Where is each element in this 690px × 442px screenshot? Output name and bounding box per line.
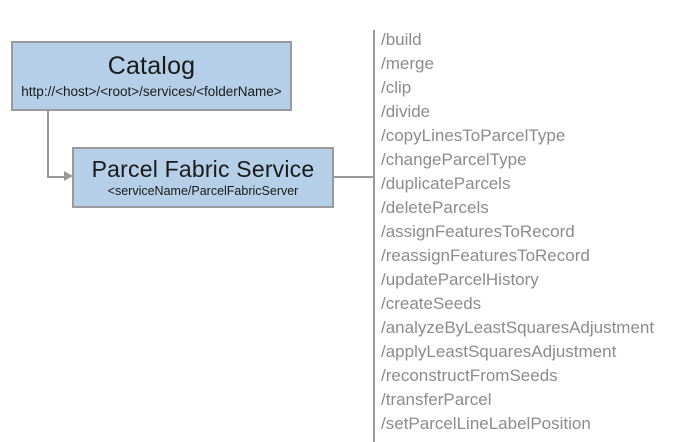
connector-horizontal-segment	[47, 176, 66, 178]
list-item[interactable]: /merge	[381, 54, 434, 73]
list-item[interactable]: /applyLeastSquaresAdjustment	[381, 342, 617, 361]
list-item[interactable]: /reassignFeaturesToRecord	[381, 246, 590, 265]
list-item[interactable]: /setParcelLineLabelPosition	[381, 414, 591, 433]
node-parcel-fabric-service-path: <serviceName/ParcelFabricServer	[107, 183, 299, 198]
list-item[interactable]: /analyzeByLeastSquaresAdjustment	[381, 318, 655, 337]
operations-list: /build /merge /clip /divide /copyLinesTo…	[381, 28, 681, 436]
operations-divider-line	[373, 30, 375, 442]
node-parcel-fabric-service-title: Parcel Fabric Service	[91, 156, 315, 183]
list-item[interactable]: /transferParcel	[381, 390, 492, 409]
list-item[interactable]: /divide	[381, 102, 431, 121]
list-item[interactable]: /copyLinesToParcelType	[381, 126, 566, 145]
node-parcel-fabric-service[interactable]: Parcel Fabric Service <serviceName/Parce…	[72, 147, 334, 208]
list-item[interactable]: /build	[381, 30, 422, 49]
list-item[interactable]: /updateParcelHistory	[381, 270, 539, 289]
list-item[interactable]: /reconstructFromSeeds	[381, 366, 558, 385]
node-catalog-title: Catalog	[107, 52, 196, 81]
node-catalog-url: http://<host>/<root>/services/<folderNam…	[21, 83, 282, 99]
connector-vertical-segment	[47, 110, 49, 178]
node-catalog[interactable]: Catalog http://<host>/<root>/services/<f…	[11, 41, 292, 111]
list-item[interactable]: /duplicateParcels	[381, 174, 511, 193]
list-item[interactable]: /assignFeaturesToRecord	[381, 222, 575, 241]
list-item[interactable]: /clip	[381, 78, 412, 97]
list-item[interactable]: /deleteParcels	[381, 198, 489, 217]
list-item[interactable]: /changeParcelType	[381, 150, 527, 169]
arrow-right-icon	[64, 171, 73, 181]
list-item[interactable]: /createSeeds	[381, 294, 482, 313]
connector-service-to-operations	[334, 176, 374, 178]
